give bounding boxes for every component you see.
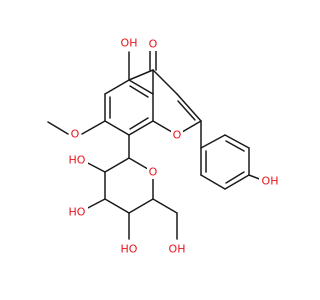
oh-5-label: OH [121,37,138,50]
ho-3-label: HO [69,206,86,219]
atom-o-ring: O [171,128,183,142]
o-methoxy-label: O [71,128,80,141]
bond-c4a-c5 [104,79,130,95]
bond-s-c5-ch2 [152,198,178,214]
bond-b-2 [224,134,250,149]
bond-s-c3-c4 [104,198,130,214]
bond-o-methyl [47,121,69,135]
bond-c8a-c4a-inner [129,85,149,98]
atom-ho-4: HO [118,242,140,256]
atom-o-keto: O [147,37,159,51]
bond-b-4-inner [225,171,245,184]
atom-ho-2: HO [66,153,88,167]
bond-c8a-c4a [128,79,154,95]
atom-o-methoxy: O [69,127,81,141]
atom-ho-3: HO [66,205,88,219]
bond-c3-c2-inner [177,100,196,121]
molecule-structure: OH O O O O OH HO HO HO OH [47,36,281,256]
atom-oh-5: OH [118,36,140,50]
atom-o-sugar-ring: O [147,165,159,179]
bond-b-2-inner [225,140,245,152]
o-ring-label: O [173,129,182,142]
atom-oh-phenol: OH [259,174,281,188]
bond-c7-c8 [128,120,154,136]
oh-phenol-label: OH [262,175,279,188]
bond-c4-c4a-link [128,69,154,81]
bond-b-5 [200,174,226,190]
bond-b-1 [200,134,226,149]
bond-b-4 [224,174,250,190]
oh-6-label: OH [169,243,186,256]
bond-s-c4-c5 [128,198,154,214]
bond-s-c1-c2 [104,157,130,173]
o-keto-label: O [149,38,158,51]
ho-4-label: HO [121,243,138,256]
o-sugar-ring-label: O [149,166,158,179]
bond-c3-c2 [176,93,202,122]
ho-2-label: HO [69,154,86,167]
bond-c4-c3 [152,69,178,95]
bond-c7-c8-inner [129,117,149,130]
bond-c6-c7 [104,120,130,136]
atom-oh-6: OH [166,242,188,256]
bond-c6-o-methoxy [81,120,106,135]
